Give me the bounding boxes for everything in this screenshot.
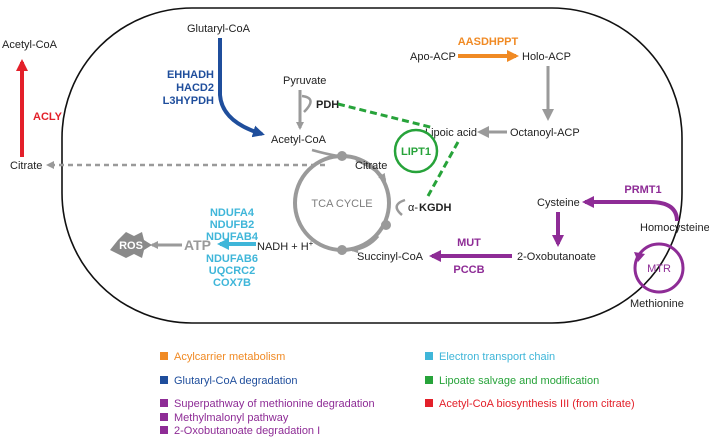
glutaryl-degradation-arrow [218,38,265,138]
mtr-circle [633,242,685,294]
tca-arrow-1 [355,158,387,182]
tca-node-right [381,220,391,230]
homocysteine-label: Homocysteine [640,222,709,234]
ehhadh-label: EHHADH [167,69,214,81]
cysteine-label: Cysteine [537,197,580,209]
acetyl-coa-outside-label: Acetyl-CoA [2,39,58,51]
kgdh-side-curve [395,198,406,216]
acetyl-coa-label: Acetyl-CoA [271,134,327,146]
tca-entry-curve [311,148,339,158]
pyruvate-label: Pyruvate [283,75,326,87]
lipt1-label: LIPT1 [401,146,431,158]
nadh-label: NADH + H+ [257,239,314,253]
aasdhppt-label: AASDHPPT [458,36,519,48]
etc-top-2: NDUFB2 [210,219,255,231]
nadh-superscript: + [309,239,314,248]
prmt1-arrow [582,196,679,222]
etc-top-1: NDUFA4 [210,207,255,219]
pdh-side-curve [301,94,312,113]
lipoic-acid-label: Lipoic acid [425,127,477,139]
etc-bottom-3: COX7B [213,277,251,289]
acly-label: ACLY [33,111,63,123]
mtr-label: MTR [647,263,671,275]
oxobutanoate-label: 2-Oxobutanoate [517,251,596,263]
ros-star-shape [110,232,152,258]
hacd2-label: HACD2 [176,82,214,94]
tca-cycle-label: TCA CYCLE [311,198,372,210]
kgdh-prefix: α- [408,202,418,214]
etc-bottom-1: NDUFAB6 [206,253,258,265]
tca-arrow-2 [350,235,380,254]
atp-label: ATP [184,237,211,253]
kgdh-label: KGDH [419,202,451,214]
glutaryl-coa-label: Glutaryl-CoA [187,23,251,35]
ros-label: ROS [119,240,143,252]
succinyl-coa-label: Succinyl-CoA [357,251,424,263]
apo-acp-label: Apo-ACP [410,51,456,63]
octanoyl-acp-label: Octanoyl-ACP [510,127,580,139]
etc-top-3: NDUFAB4 [206,231,259,243]
mtr-arrow-head [634,252,645,262]
citrate-inside-label: Citrate [355,160,387,172]
pdh-label: PDH [316,99,339,111]
tca-node-bottom [337,245,347,255]
l3hypdh-label: L3HYPDH [163,95,214,107]
holo-acp-label: Holo-ACP [522,51,571,63]
tca-node-top [337,151,347,161]
pccb-label: PCCB [453,264,484,276]
methionine-label: Methionine [630,298,684,310]
lipt1-circle [393,128,439,174]
citrate-outside-label: Citrate [10,160,42,172]
lipoate-pdh-dashed [337,102,435,130]
prmt1-label: PRMT1 [624,184,661,196]
etc-bottom-2: UQCRC2 [209,265,255,277]
mut-label: MUT [457,237,481,249]
